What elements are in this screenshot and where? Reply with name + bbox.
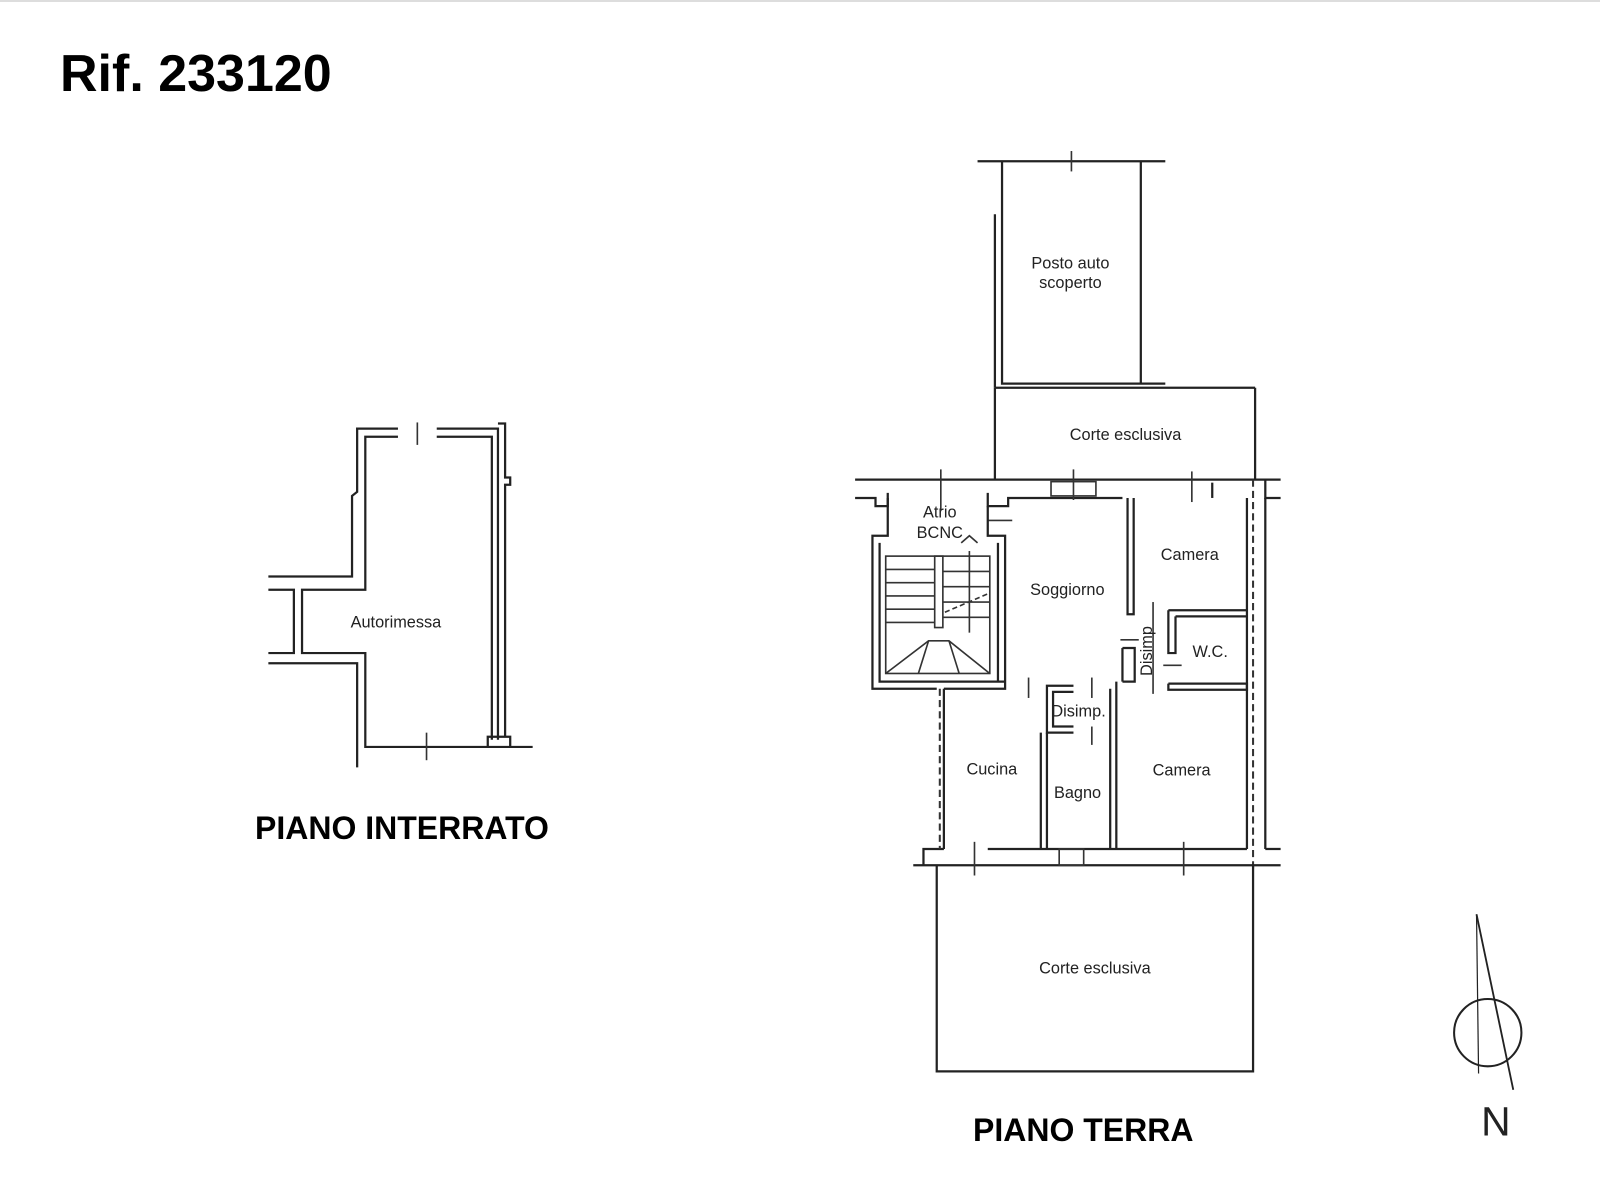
stair-steps <box>885 534 991 675</box>
ground-floor-plan: Posto auto scoperto Corte esclusiva <box>855 151 1281 1073</box>
basement-title: PIANO INTERRATO <box>255 810 549 846</box>
room-label-courtyard-south: Corte esclusiva <box>1039 959 1151 977</box>
room-label-wc: W.C. <box>1193 643 1228 661</box>
top-border <box>0 0 1600 2</box>
compass-north-label: N <box>1481 1099 1510 1145</box>
room-label-bedroom-1: Camera <box>1161 546 1220 564</box>
room-label-courtyard-north: Corte esclusiva <box>1070 426 1182 444</box>
room-label-hallway-vertical: Disimp <box>1138 626 1156 676</box>
room-label-hallway: Disimp. <box>1051 702 1105 720</box>
room-label-atrium-line1: Atrio <box>923 503 957 521</box>
room-label-parking-line2: scoperto <box>1039 274 1102 292</box>
reference-title: Rif. 233120 <box>60 45 332 103</box>
room-label-living: Soggiorno <box>1030 581 1104 599</box>
room-label-parking-line1: Posto auto <box>1031 254 1109 272</box>
basement-plan: Autorimessa <box>268 422 533 768</box>
room-label-atrium-line2: BCNC <box>917 524 963 542</box>
north-compass-icon: N <box>1453 914 1523 1145</box>
room-label-kitchen: Cucina <box>966 760 1018 778</box>
room-label-bedroom-2: Camera <box>1153 762 1212 780</box>
room-label-garage: Autorimessa <box>351 614 443 632</box>
room-label-bathroom: Bagno <box>1054 784 1101 802</box>
ground-floor-title: PIANO TERRA <box>973 1112 1194 1148</box>
